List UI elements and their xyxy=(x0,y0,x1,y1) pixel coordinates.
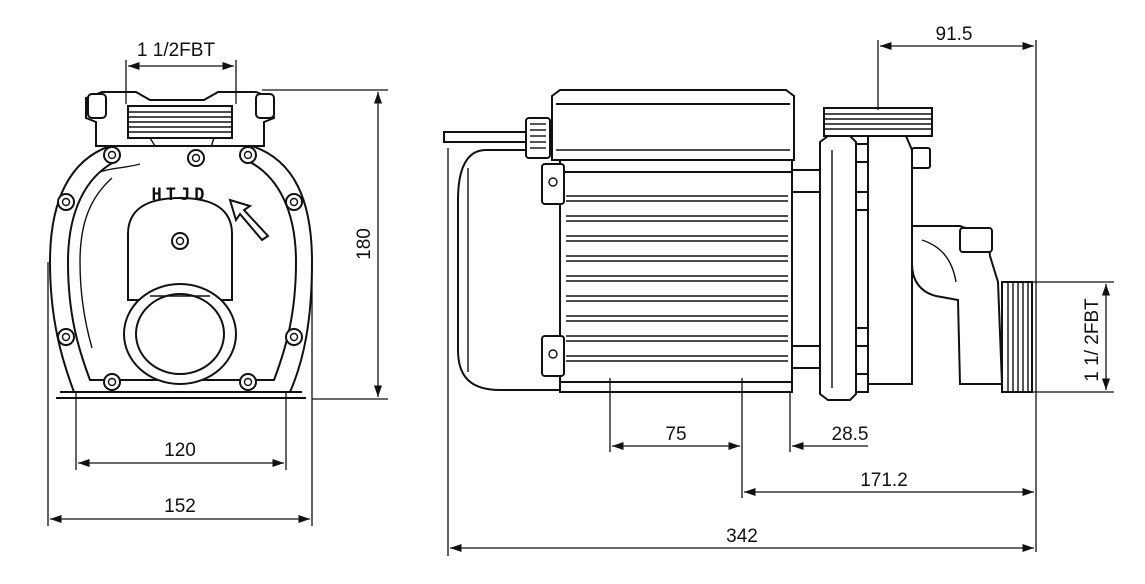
rotation-arrow-icon xyxy=(228,198,270,242)
bolt-icon xyxy=(57,328,75,346)
front-outlet xyxy=(123,196,237,385)
front-top-port xyxy=(85,91,276,173)
bolt-icon xyxy=(239,146,257,164)
side-motor-body xyxy=(541,159,793,393)
dim-front-overall-width: 152 xyxy=(47,262,313,526)
cooling-fins xyxy=(566,195,788,362)
bolt-icon xyxy=(187,149,205,167)
front-foot-width-label: 120 xyxy=(164,440,196,461)
side-terminal-box xyxy=(551,89,795,171)
side-cable xyxy=(443,117,551,159)
front-volute-line xyxy=(79,163,141,349)
side-pump-flange xyxy=(819,135,869,401)
side-mount-to-end-label: 171.2 xyxy=(860,470,908,491)
bolt-icon xyxy=(103,373,121,391)
front-view: HTJD 1 1/2FBT 180 120 152 xyxy=(47,40,388,526)
dim-front-port-thread: 1 1/2FBT xyxy=(125,40,237,104)
dim-side-top-offset: 91.5 xyxy=(877,24,1037,552)
dim-side-mount-to-end: 171.2 xyxy=(744,470,1034,497)
side-motor-endcap xyxy=(457,149,561,391)
bolt-icon xyxy=(285,328,303,346)
side-pump-head xyxy=(823,107,1033,393)
dim-side-overall-length: 342 xyxy=(447,148,1034,556)
bolt-icon xyxy=(285,193,303,211)
side-mount-spacing-label: 75 xyxy=(665,424,686,445)
dim-side-flange-offset: 28.5 xyxy=(789,392,869,452)
bolt-icon xyxy=(103,146,121,164)
dim-side-mount-spacing: 75 xyxy=(609,378,743,498)
bolt-icon xyxy=(239,373,257,391)
front-bolts xyxy=(57,146,303,391)
front-height-label: 180 xyxy=(354,228,375,260)
brand-mark: HTJD xyxy=(152,185,209,205)
side-overall-length-label: 342 xyxy=(726,526,758,547)
side-coupling xyxy=(791,169,821,369)
front-port-thread-label: 1 1/2FBT xyxy=(137,40,216,61)
side-port-thread-label: 1 1/ 2FBT xyxy=(1082,298,1103,382)
bolt-icon xyxy=(171,232,189,250)
bolt-icon xyxy=(57,193,75,211)
side-view: 91.5 1 1/ 2FBT 75 28.5 171.2 xyxy=(443,24,1114,556)
front-overall-width-label: 152 xyxy=(164,496,196,517)
dim-front-height: 180 xyxy=(262,89,388,400)
side-flange-offset-label: 28.5 xyxy=(832,424,869,445)
dim-side-port-thread: 1 1/ 2FBT xyxy=(1032,281,1114,393)
dim-front-foot-width: 120 xyxy=(75,392,287,470)
side-top-offset-label: 91.5 xyxy=(936,24,973,45)
